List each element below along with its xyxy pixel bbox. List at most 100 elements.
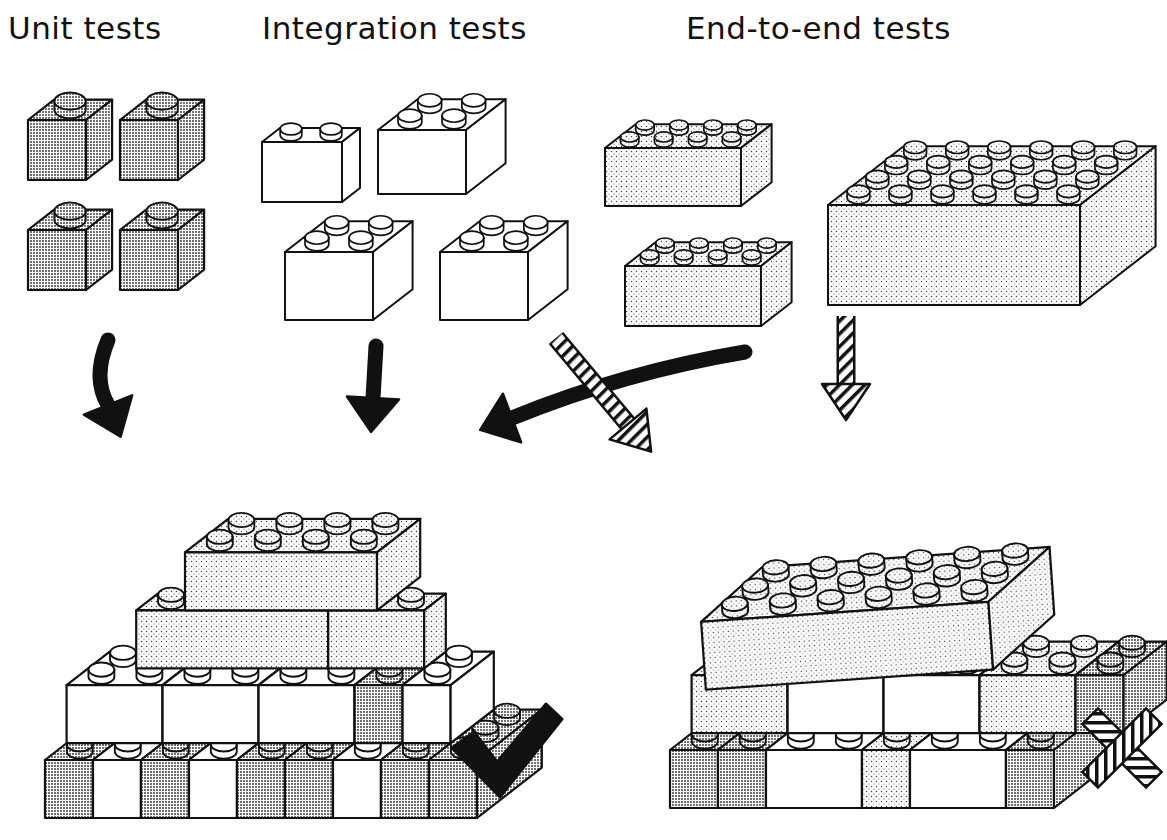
brick-front	[185, 552, 377, 610]
brick-stud-top	[1049, 652, 1075, 666]
brick-front	[189, 760, 237, 818]
brick-front	[262, 142, 342, 202]
brick-stud-top	[1034, 170, 1057, 182]
brick-stud-top	[1095, 156, 1118, 168]
brick-stud-top	[810, 556, 837, 572]
brick-stud-top	[324, 513, 350, 527]
brick-stud-top	[654, 132, 672, 142]
hatched-arrow-outline	[837, 316, 856, 384]
brick-stud-top	[276, 513, 302, 527]
lego-brick	[440, 216, 568, 320]
brick-stud-top	[462, 94, 486, 107]
lego-brick	[120, 93, 204, 180]
cross-mark	[1082, 708, 1161, 787]
brick-stud-top	[904, 141, 927, 153]
lego-brick	[605, 120, 772, 206]
brick-stud-top	[1001, 543, 1028, 559]
brick-stud-top	[946, 141, 969, 153]
brick-stud-top	[480, 216, 504, 229]
brick-stud-top	[1030, 141, 1053, 153]
brick-front	[429, 760, 477, 818]
cross-bar	[1082, 708, 1161, 787]
lego-brick	[28, 93, 112, 180]
arrow-head	[480, 394, 521, 443]
brick-stud-top	[325, 216, 349, 229]
brick-stud-top	[88, 662, 114, 676]
brick-front	[1006, 750, 1054, 808]
brick-stud-top	[954, 546, 981, 562]
brick-stud-top	[303, 530, 329, 544]
brick-stud-top	[504, 231, 528, 244]
brick-stud-top	[656, 238, 674, 248]
brick-stud-top	[817, 589, 844, 605]
brick-stud-top	[758, 238, 776, 248]
lego-brick	[697, 541, 1058, 690]
brick-side	[86, 210, 112, 290]
brick-stud-top	[640, 250, 658, 260]
brick-front	[862, 750, 910, 808]
lego-brick	[285, 216, 413, 320]
brick-stud-top	[708, 250, 726, 260]
arrow-shaft	[100, 340, 108, 405]
brick-stud-top	[372, 513, 398, 527]
lego-brick	[625, 238, 792, 326]
brick-front	[378, 130, 466, 194]
lego-brick	[185, 513, 420, 611]
brick-front	[403, 685, 451, 743]
lego-brick	[28, 203, 112, 290]
brick-stud-top	[790, 574, 817, 590]
brick-stud-top	[351, 530, 377, 544]
brick-stud-top	[885, 568, 912, 584]
brick-layer	[28, 93, 1167, 818]
brick-stud-top	[742, 250, 760, 260]
brick-front	[237, 760, 285, 818]
brick-stud-top	[54, 93, 85, 110]
brick-stud-top	[992, 170, 1015, 182]
brick-front	[28, 120, 86, 180]
brick-stud-top	[961, 579, 988, 595]
brick-stud-top	[1057, 185, 1080, 197]
brick-stud-top	[146, 203, 177, 220]
lego-brick	[378, 94, 506, 194]
brick-stud-top	[494, 704, 520, 718]
brick-front	[355, 685, 403, 743]
arrow-shaft	[373, 346, 376, 398]
test-pyramid	[45, 513, 542, 818]
brick-stud-top	[913, 582, 940, 598]
brick-stud-top	[158, 588, 184, 602]
brick-front	[141, 760, 189, 818]
section-heading: Unit tests	[8, 10, 162, 46]
brick-stud-top	[742, 578, 769, 594]
brick-stud-top	[636, 120, 654, 130]
brick-front	[136, 610, 328, 668]
brick-side	[178, 100, 204, 180]
hatched-arrow-head	[822, 384, 870, 420]
brick-stud-top	[446, 646, 472, 660]
brick-stud-top	[146, 93, 177, 110]
brick-front	[718, 750, 766, 808]
tilted-plate	[697, 541, 1058, 690]
check-mark	[452, 704, 562, 797]
brick-stud-top	[1072, 141, 1095, 153]
brick-stud-top	[724, 238, 742, 248]
brick-stud-top	[866, 170, 889, 182]
brick-stud-top	[418, 94, 442, 107]
brick-front	[67, 685, 163, 743]
brick-front	[28, 230, 86, 290]
brick-stud-top	[54, 203, 85, 220]
brick-front	[333, 760, 381, 818]
brick-side	[342, 128, 360, 202]
brick-stud-top	[908, 170, 931, 182]
brick-stud-top	[858, 553, 885, 569]
brick-stud-top	[442, 109, 466, 122]
brick-stud-top	[704, 120, 722, 130]
brick-stud-top	[228, 513, 254, 527]
brick-front	[381, 760, 429, 818]
brick-front	[625, 266, 761, 326]
brick-stud-top	[670, 120, 688, 130]
brick-stud-top	[981, 561, 1008, 577]
brick-front	[93, 760, 141, 818]
brick-stud-top	[988, 141, 1011, 153]
